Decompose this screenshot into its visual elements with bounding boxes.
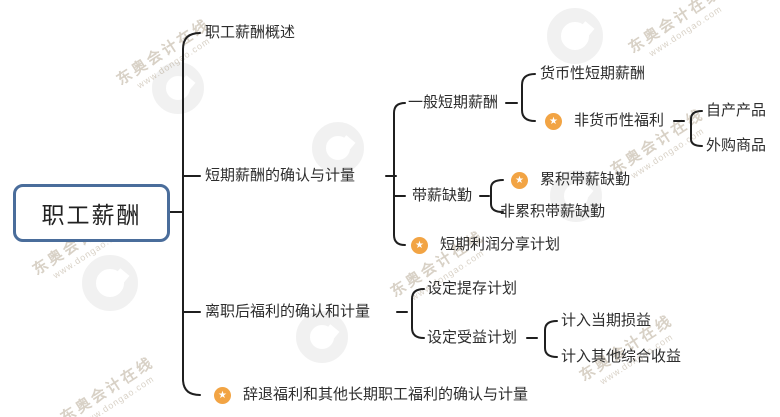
connector-short-term-brace [393,102,406,246]
node-non-accumulating-paid-absence[interactable]: 非累积带薪缺勤 [500,203,606,220]
node-root-label: 职工薪酬 [41,202,142,228]
node-root[interactable]: 职工薪酬 [13,184,170,242]
node-paid-absence[interactable]: 带薪缺勤 [412,187,473,204]
connector-general-brace [521,73,536,122]
connector-paid-absence-brace [490,179,504,213]
node-termination-benefits[interactable]: ★ 辞退福利和其他长期职工福利的确认与计量 [214,385,528,405]
star-icon: ★ [511,171,528,189]
node-monetary-short-term[interactable]: 货币性短期薪酬 [540,65,646,82]
node-accumulating-paid-absence-label: 累积带薪缺勤 [540,171,631,188]
node-accumulating-paid-absence[interactable]: ★ 累积带薪缺勤 [511,170,630,190]
node-short-term-profit-sharing-label: 短期利润分享计划 [440,236,561,253]
node-defined-benefit-plan[interactable]: 设定受益计划 [427,329,518,346]
node-defined-contribution-plan[interactable]: 设定提存计划 [427,280,518,297]
node-self-produced[interactable]: 自产产品 [706,102,767,119]
node-post-employment[interactable]: 离职后福利的确认和计量 [205,303,371,320]
node-non-monetary-benefits-label: 非货币性福利 [574,112,665,129]
connector-post-employment-brace [411,288,425,339]
connector-defined-benefit-brace [544,320,558,358]
connector-non-monetary-brace [690,110,703,147]
star-icon: ★ [545,112,562,130]
node-termination-benefits-label: 辞退福利和其他长期职工福利的确认与计量 [243,386,529,403]
node-non-monetary-benefits[interactable]: ★ 非货币性福利 [545,111,664,131]
connector-main-trunk [182,32,201,396]
node-current-profit-loss[interactable]: 计入当期损益 [561,312,652,329]
star-icon: ★ [411,236,428,254]
node-purchased-goods[interactable]: 外购商品 [706,137,767,154]
node-general-short-term[interactable]: 一般短期薪酬 [408,94,499,111]
node-short-term[interactable]: 短期薪酬的确认与计量 [205,167,356,184]
node-overview[interactable]: 职工薪酬概述 [205,24,296,41]
star-icon: ★ [214,386,231,404]
node-short-term-profit-sharing[interactable]: ★ 短期利润分享计划 [411,235,560,255]
node-other-comprehensive-income[interactable]: 计入其他综合收益 [561,348,682,365]
